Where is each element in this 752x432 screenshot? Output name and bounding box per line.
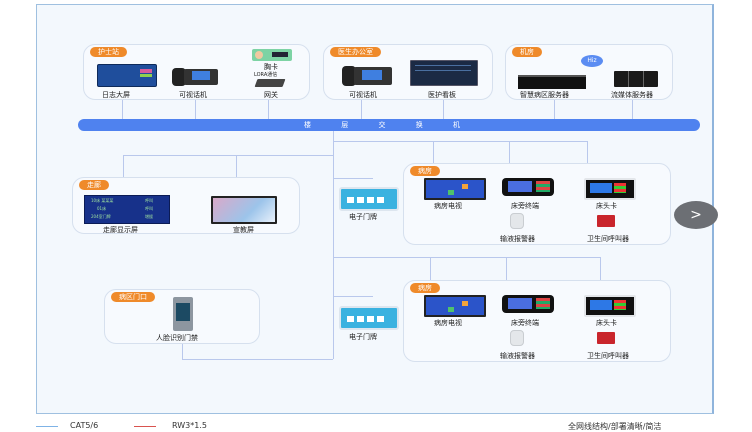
group-ward-2: 病房 病房电视 床旁终端 床头卡 输液报警器 卫生间呼叫器 [403, 280, 671, 362]
display-screen-icon [97, 64, 157, 87]
connector [122, 98, 123, 120]
corridor-display-icon: 10床 某某某 呼叫 01床 呼叫 204室门牌 增援 [84, 195, 170, 224]
link-label: LORA通信 [254, 72, 278, 78]
connector [333, 296, 373, 297]
legend-line-cat [36, 426, 58, 427]
video-phone-icon [342, 63, 394, 87]
device-label: 走廊显示屏 [103, 226, 138, 234]
group-nurse-station: 护士站 日志大屏 可视话机 胸卡 LORA通信 网关 [83, 44, 310, 100]
screen-row-text: 呼叫 [145, 206, 153, 211]
tower-server-icon [614, 71, 658, 87]
rack-server-icon [518, 75, 586, 89]
connector [361, 98, 362, 120]
device-label: 病房电视 [434, 319, 462, 327]
device-label: 卫生间呼叫器 [587, 235, 629, 243]
connector [236, 155, 237, 177]
screen-row-text: 10床 某某某 [91, 198, 114, 203]
device-label: 网关 [264, 91, 278, 99]
device-label: 电子门牌 [349, 333, 377, 341]
infusion-alarm-icon [510, 213, 524, 229]
legend-label: CAT5/6 [70, 421, 99, 430]
connector [195, 98, 196, 120]
device-label: 床头卡 [596, 202, 617, 210]
device-label: 流媒体服务器 [611, 91, 653, 99]
connector [443, 98, 444, 120]
connector [587, 141, 588, 163]
legend-caption: 全网线结构/部署清晰/简洁 [568, 422, 662, 431]
group-ward-entrance: 病区门口 人脸识别门禁 [104, 289, 260, 344]
monitor-icon [410, 60, 478, 86]
bedside-terminal-icon [502, 178, 554, 196]
group-server-room: 机房 Hiz 智慧病区服务器 流媒体服务器 [505, 44, 673, 100]
connector [554, 98, 555, 120]
group-tag: 走廊 [79, 180, 109, 190]
connector [632, 98, 633, 120]
ward-tv-icon [424, 178, 486, 200]
door-sign-icon [339, 306, 399, 330]
group-tag: 病房 [410, 166, 440, 176]
legend-label: RW3*1.5 [172, 421, 207, 430]
group-tag: 病房 [410, 283, 440, 293]
screen-row-text: 01床 [97, 206, 107, 211]
group-doctor-office: 医生办公室 可视话机 医护看板 [323, 44, 493, 100]
device-label: 输液报警器 [500, 352, 535, 360]
connector [509, 141, 510, 163]
connector [333, 141, 588, 142]
hub-icon: Hiz [581, 55, 603, 67]
device-label: 电子门牌 [349, 213, 377, 221]
group-tag: 机房 [512, 47, 542, 57]
connector [182, 344, 183, 360]
device-label: 床头卡 [596, 319, 617, 327]
device-label: 可视话机 [179, 91, 207, 99]
trunk-line [333, 131, 334, 359]
device-label: 床旁终端 [511, 319, 539, 327]
device-label: 病房电视 [434, 202, 462, 210]
connector [268, 98, 269, 120]
door-sign-icon [339, 187, 399, 211]
device-label: 智慧病区服务器 [520, 91, 569, 99]
next-slide-button[interactable]: > [674, 201, 718, 229]
group-corridor: 走廊 10床 某某某 呼叫 01床 呼叫 204室门牌 增援 走廊显示屏 宣教屏 [72, 177, 300, 234]
legend-line-rw [134, 426, 156, 427]
device-label: 日志大屏 [102, 91, 130, 99]
device-label: 输液报警器 [500, 235, 535, 243]
device-label: 宣教屏 [233, 226, 254, 234]
group-ward-1: 病房 病房电视 床旁终端 床头卡 输液报警器 卫生间呼叫器 [403, 163, 671, 245]
device-label: 医护看板 [428, 91, 456, 99]
device-label: 可视话机 [349, 91, 377, 99]
bathroom-call-icon [597, 215, 615, 227]
bedhead-card-icon [584, 178, 636, 200]
connector [600, 257, 601, 281]
ward-tv-icon [424, 295, 486, 317]
infusion-alarm-icon [510, 330, 524, 346]
face-recognition-door-icon [173, 297, 193, 331]
connector [333, 257, 601, 258]
connector [182, 359, 333, 360]
bedside-terminal-icon [502, 295, 554, 313]
floor-switch-bar: 楼 层 交 换 机 [78, 119, 700, 131]
group-tag: 护士站 [90, 47, 127, 57]
device-label: 胸卡 [264, 63, 278, 71]
connector [123, 155, 124, 177]
connector [123, 155, 333, 156]
screen-row-text: 204室门牌 [91, 214, 111, 219]
connector [433, 141, 434, 163]
connector [430, 257, 431, 281]
device-label: 人脸识别门禁 [156, 334, 198, 342]
group-tag: 病区门口 [111, 292, 155, 302]
connector [333, 178, 373, 179]
bathroom-call-icon [597, 332, 615, 344]
screen-row-text: 呼叫 [145, 198, 153, 203]
video-phone-icon [172, 65, 220, 87]
bedhead-card-icon [584, 295, 636, 317]
badge-card-icon [252, 49, 292, 61]
gateway-icon [254, 79, 286, 87]
connector [506, 257, 507, 281]
device-label: 卫生间呼叫器 [587, 352, 629, 360]
device-label: 床旁终端 [511, 202, 539, 210]
education-screen-icon [211, 196, 277, 224]
group-tag: 医生办公室 [330, 47, 381, 57]
screen-row-text: 增援 [145, 214, 153, 219]
